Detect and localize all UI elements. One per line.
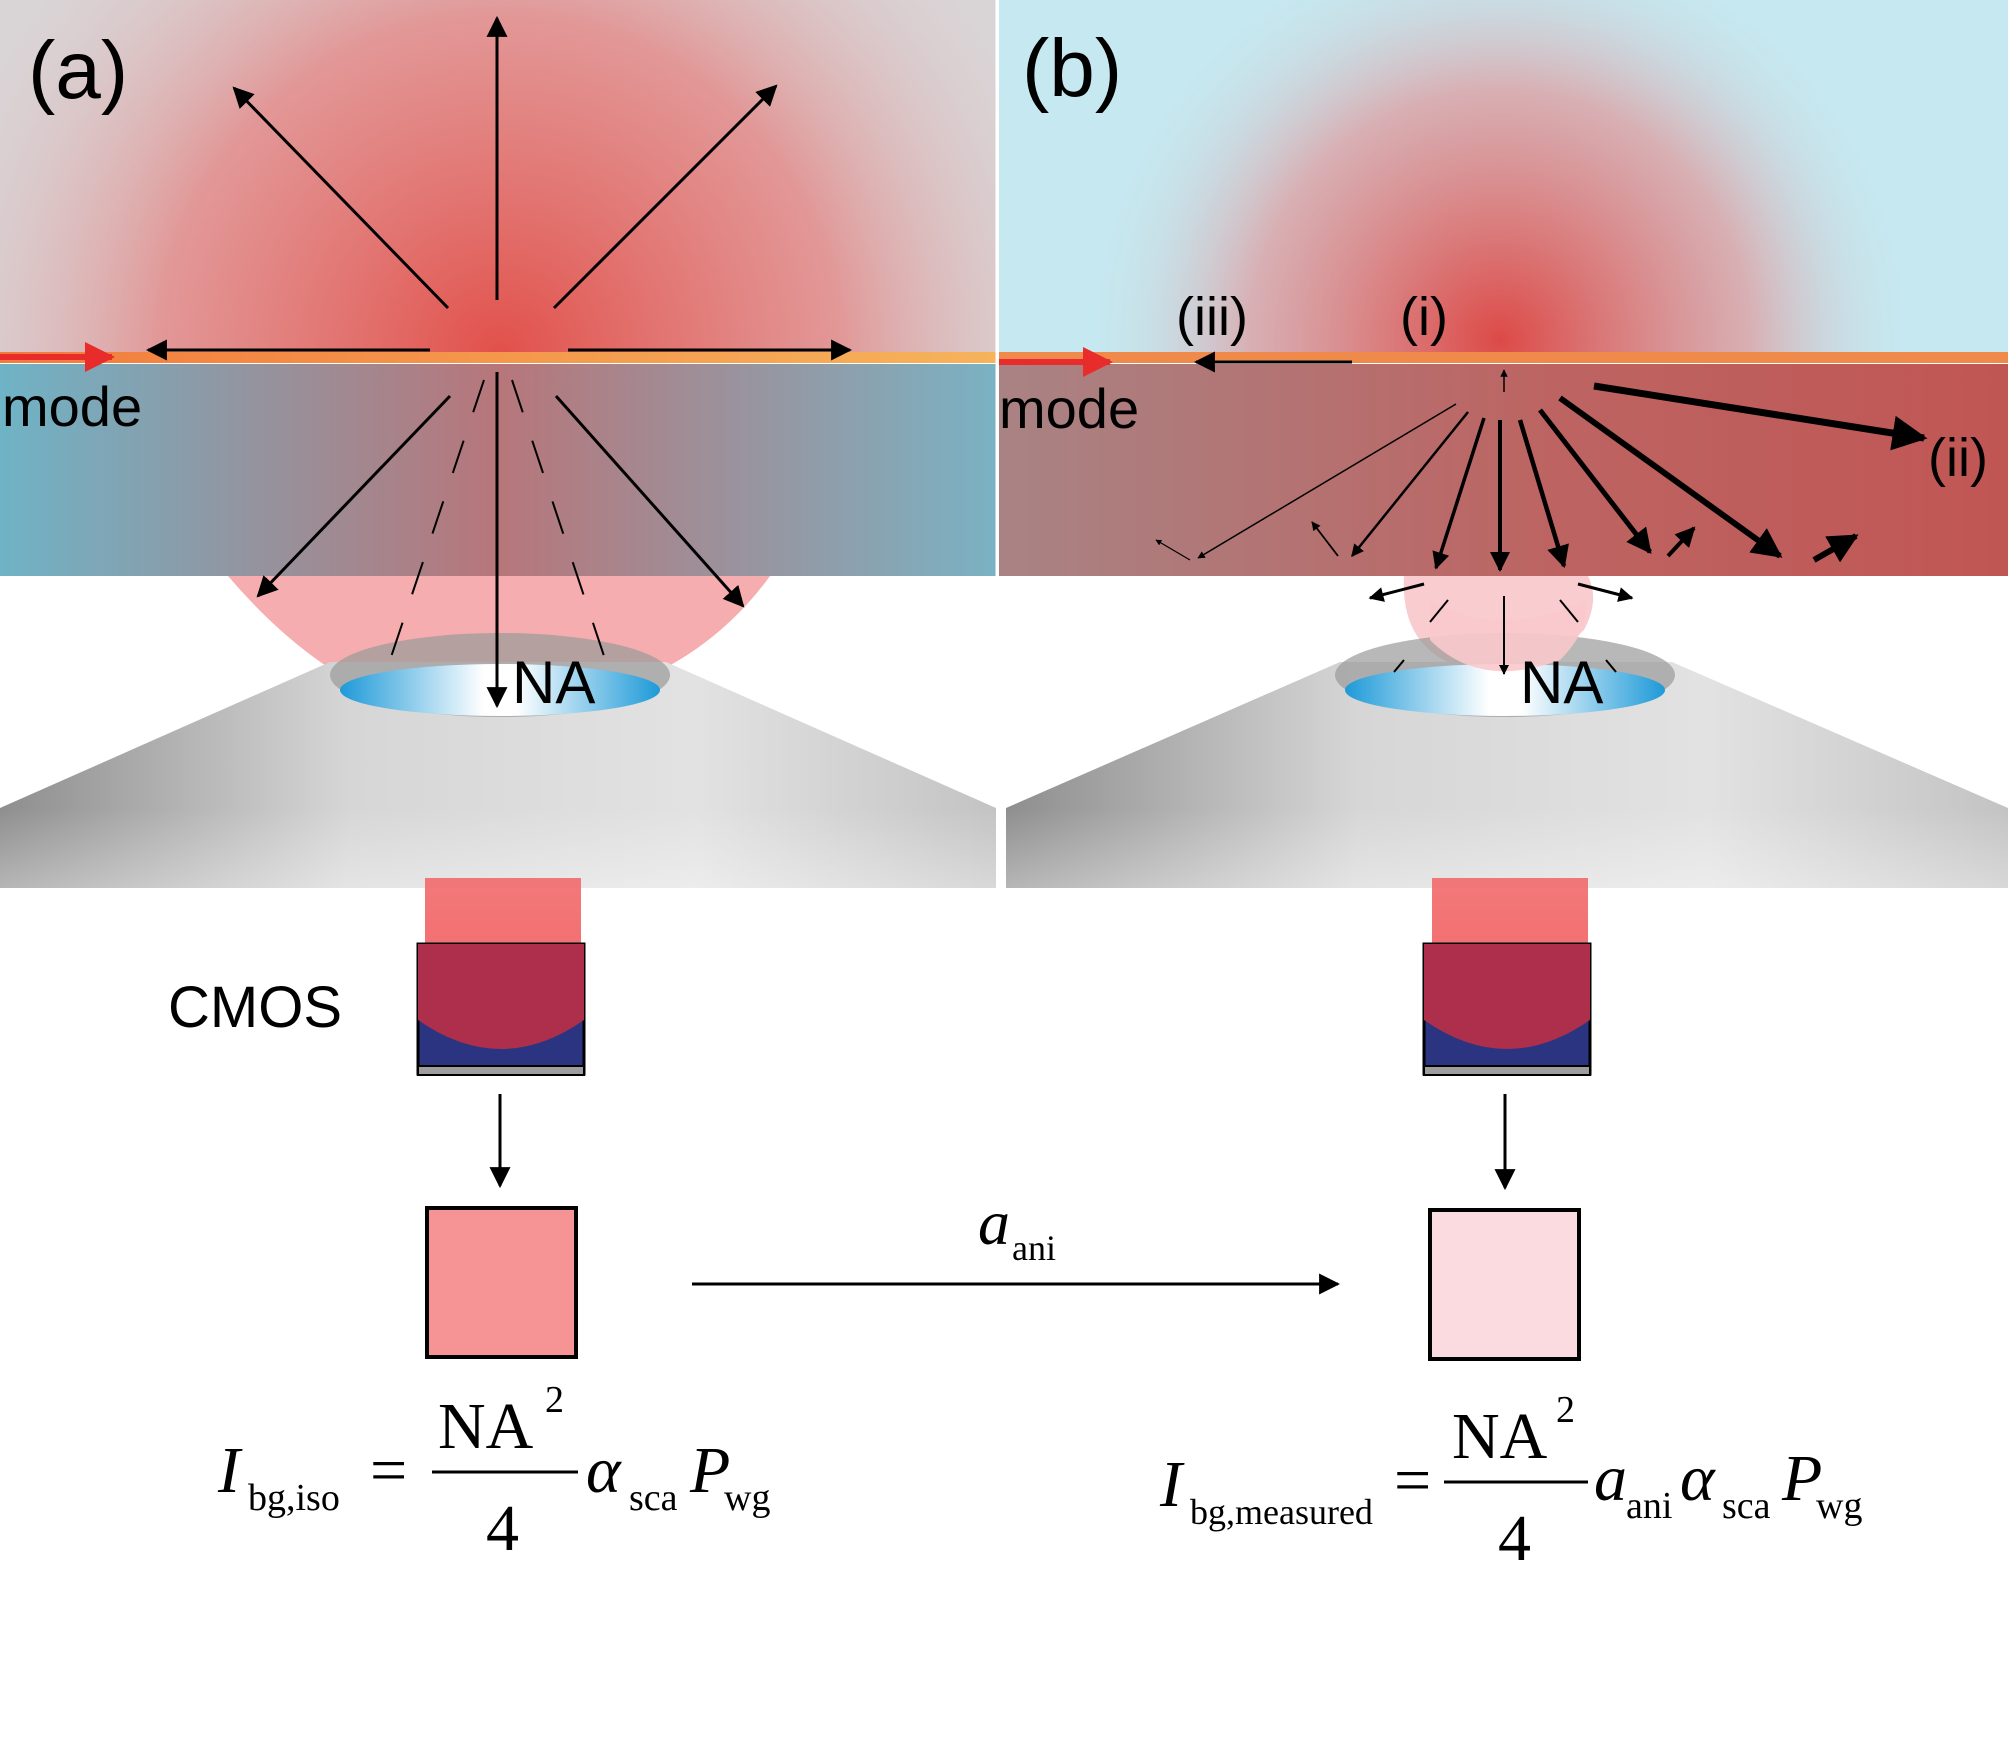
objective-shade-a [0, 808, 996, 888]
formula-iso-equals: = [370, 1434, 407, 1507]
panel-a: (a) mode NA CMOS I bg,iso = NA 2 4 α sca… [0, 0, 996, 1565]
formula-measured-lhs-sub: bg,measured [1190, 1492, 1373, 1532]
cone-dashes-b [1393, 599, 1617, 673]
emission-cone-b-inner [1430, 600, 1587, 672]
scatter-label-iii: (iii) [1176, 287, 1248, 347]
substrate-b [999, 364, 2008, 576]
scatter-fan-b [1197, 395, 1783, 572]
formula-measured-numerator: NA [1452, 1400, 1548, 1473]
panel-label-a: (a) [28, 25, 128, 116]
scatter-label-ii: (ii) [1928, 428, 1988, 488]
formula-measured-equals: = [1394, 1444, 1431, 1517]
immersion-oil-a [340, 664, 660, 716]
formula-measured-numerator-sup: 2 [1556, 1389, 1575, 1431]
formula-measured-p: P [1781, 1442, 1822, 1515]
formula-measured-lhs: I [1159, 1448, 1185, 1521]
formula-iso-numerator-sup: 2 [545, 1379, 564, 1421]
formula-measured-a-sub: ani [1626, 1485, 1672, 1527]
scatter-label-i: (i) [1400, 287, 1448, 347]
formula-iso-p-sub: wg [724, 1477, 770, 1519]
formula-iso-alpha-sub: sca [629, 1477, 678, 1519]
formula-measured-p-sub: wg [1816, 1485, 1862, 1527]
scatter-arrow-ii [1593, 382, 1928, 451]
scatter-glow-b [999, 0, 2008, 354]
formula-iso-p: P [689, 1434, 730, 1507]
formula-measured-denominator: 4 [1498, 1502, 1531, 1575]
transfer-annotation: a ani [692, 1187, 1341, 1295]
formula-measured-alpha-sub: sca [1722, 1485, 1771, 1527]
formula-iso: I bg,iso = NA 2 4 α sca P wg [217, 1379, 770, 1565]
objective-shade-b [1006, 808, 2008, 888]
formula-iso-lhs-sub: bg,iso [248, 1477, 340, 1519]
mode-label-a: mode [2, 375, 142, 438]
formula-iso-numerator: NA [438, 1390, 534, 1463]
mode-label-b: mode [999, 377, 1139, 440]
scatter-outcoupled-b [1155, 521, 1859, 675]
waveguide-layer-b [999, 352, 2008, 363]
formula-iso-denominator: 4 [486, 1492, 519, 1565]
formula-measured: I bg,measured = NA 2 4 a ani α sca P wg [1159, 1389, 1862, 1575]
immersion-oil-b [1345, 664, 1665, 716]
na-label-a: NA [512, 649, 595, 716]
transfer-symbol: a [978, 1187, 1010, 1258]
pixel-iso [425, 1206, 578, 1359]
pixel-measured [1428, 1208, 1581, 1361]
transfer-subscript: ani [1012, 1228, 1056, 1268]
cmos-label: CMOS [168, 975, 342, 1040]
formula-measured-a: a [1594, 1442, 1627, 1515]
formula-measured-alpha: α [1680, 1442, 1716, 1515]
cmos-detector-b [1422, 942, 1592, 1076]
formula-iso-alpha: α [586, 1434, 622, 1507]
na-label-b: NA [1520, 649, 1603, 716]
emission-arrows-a [145, 15, 853, 709]
waveguide-layer-a [0, 352, 996, 363]
cmos-detector-a [416, 942, 586, 1076]
panel-b: (b) mode (i) (iii) (ii) NA I bg,measured… [999, 0, 2008, 1575]
panel-label-b: (b) [1022, 23, 1122, 114]
formula-iso-lhs: I [217, 1434, 243, 1507]
cone-dashes-a [385, 379, 613, 681]
